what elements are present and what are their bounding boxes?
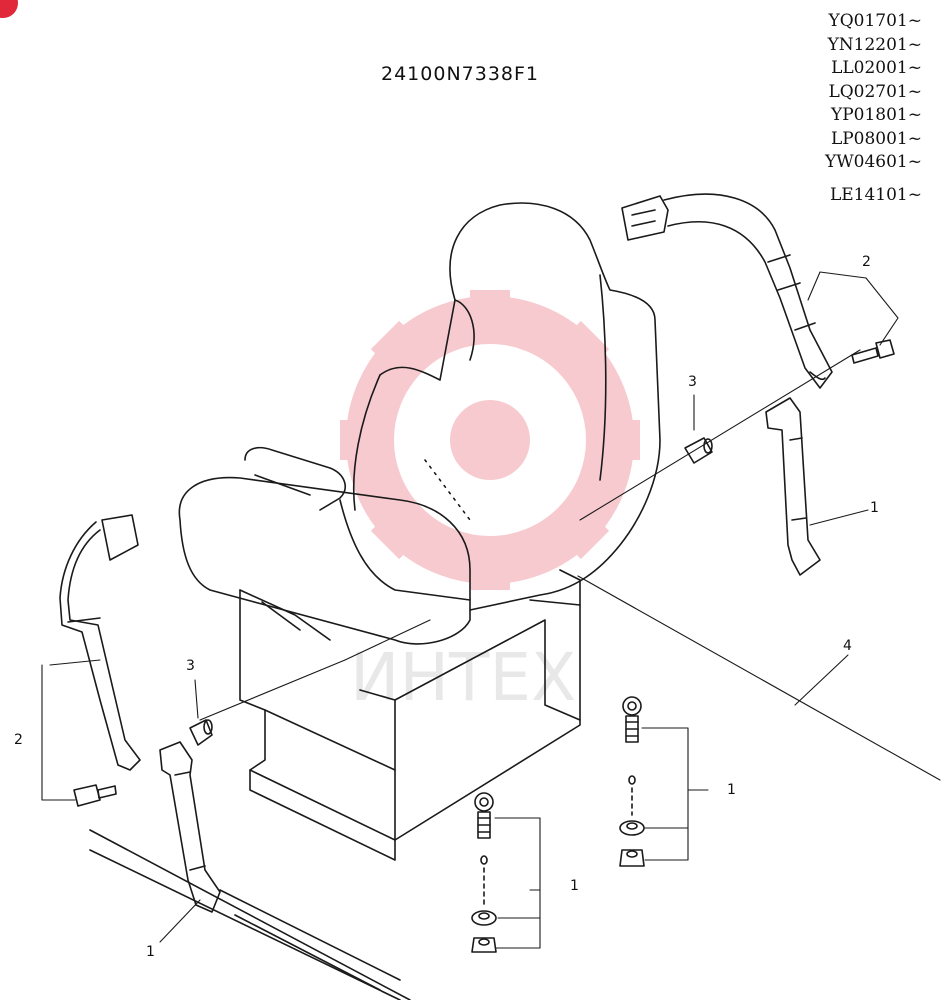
corner-marker [0,0,18,18]
callout-label: 3 [186,658,195,674]
belt-left-lower [159,741,221,913]
bolt-left [73,784,117,807]
serial-number: LQ02701~ [828,81,922,102]
serial-number: YN12201~ [827,34,922,55]
callout-label: 3 [688,374,697,390]
serial-number: YP01801~ [831,105,922,125]
seat-base [239,569,581,861]
callout-label: 2 [862,254,871,270]
spacer-left [189,719,213,746]
serial-number: LE14101~ [829,184,922,205]
serial-number-list: YQ01701~ YN12201~ LL02001~ LQ02701~ YP01… [825,10,922,207]
callout-label: 1 [146,944,155,960]
drawing-part-code: 24100N7338F1 [381,63,540,85]
fastener-stack-right [619,696,645,867]
callout-label: 2 [14,732,23,748]
callout-label: 4 [843,638,852,654]
fastener-stack-center [471,792,497,953]
serial-number: YW04601~ [824,152,922,172]
callout-label: 1 [570,878,579,894]
belt-right-lower [765,397,821,576]
watermark-text: ИНТЕХ [350,639,576,716]
floor-lines [89,829,411,1000]
callout-label: 1 [870,500,879,516]
seat [178,202,661,645]
belt-right-upper [621,193,833,389]
serial-number: LP08001~ [830,128,922,149]
center-lines [199,349,941,781]
spacer-right [684,437,713,464]
serial-number: YQ01701~ [828,11,922,31]
belt-left-upper [59,514,141,771]
watermark-gear-icon: ИНТЕХ [340,290,640,716]
leader-lines [41,271,899,949]
serial-number: LL02001~ [831,58,922,78]
callout-label: 1 [727,782,736,798]
bolt-right-upper [851,339,895,364]
